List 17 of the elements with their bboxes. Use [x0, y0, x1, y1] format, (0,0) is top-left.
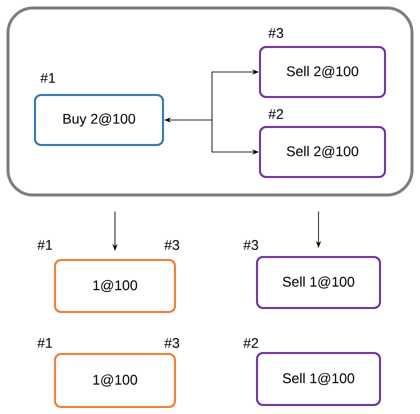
number-label: #3 [243, 240, 258, 250]
number-label: #3 [268, 28, 284, 38]
order-box: Sell 1@100 [256, 352, 381, 406]
number-label: #1 [37, 240, 52, 250]
order-box: Buy 2@100 [34, 94, 164, 146]
number-label: #2 [243, 338, 258, 348]
number-label: #3 [164, 240, 180, 250]
order-box: Sell 2@100 [259, 126, 386, 178]
number-label: #2 [268, 109, 284, 119]
order-box: 1@100 [54, 259, 176, 313]
order-box: 1@100 [54, 353, 176, 408]
group-box [6, 6, 414, 196]
number-label: #1 [40, 73, 56, 83]
number-label: #1 [37, 338, 52, 348]
order-box: Sell 2@100 [259, 46, 386, 98]
number-label: #3 [164, 338, 180, 348]
order-box: Sell 1@100 [256, 256, 381, 309]
